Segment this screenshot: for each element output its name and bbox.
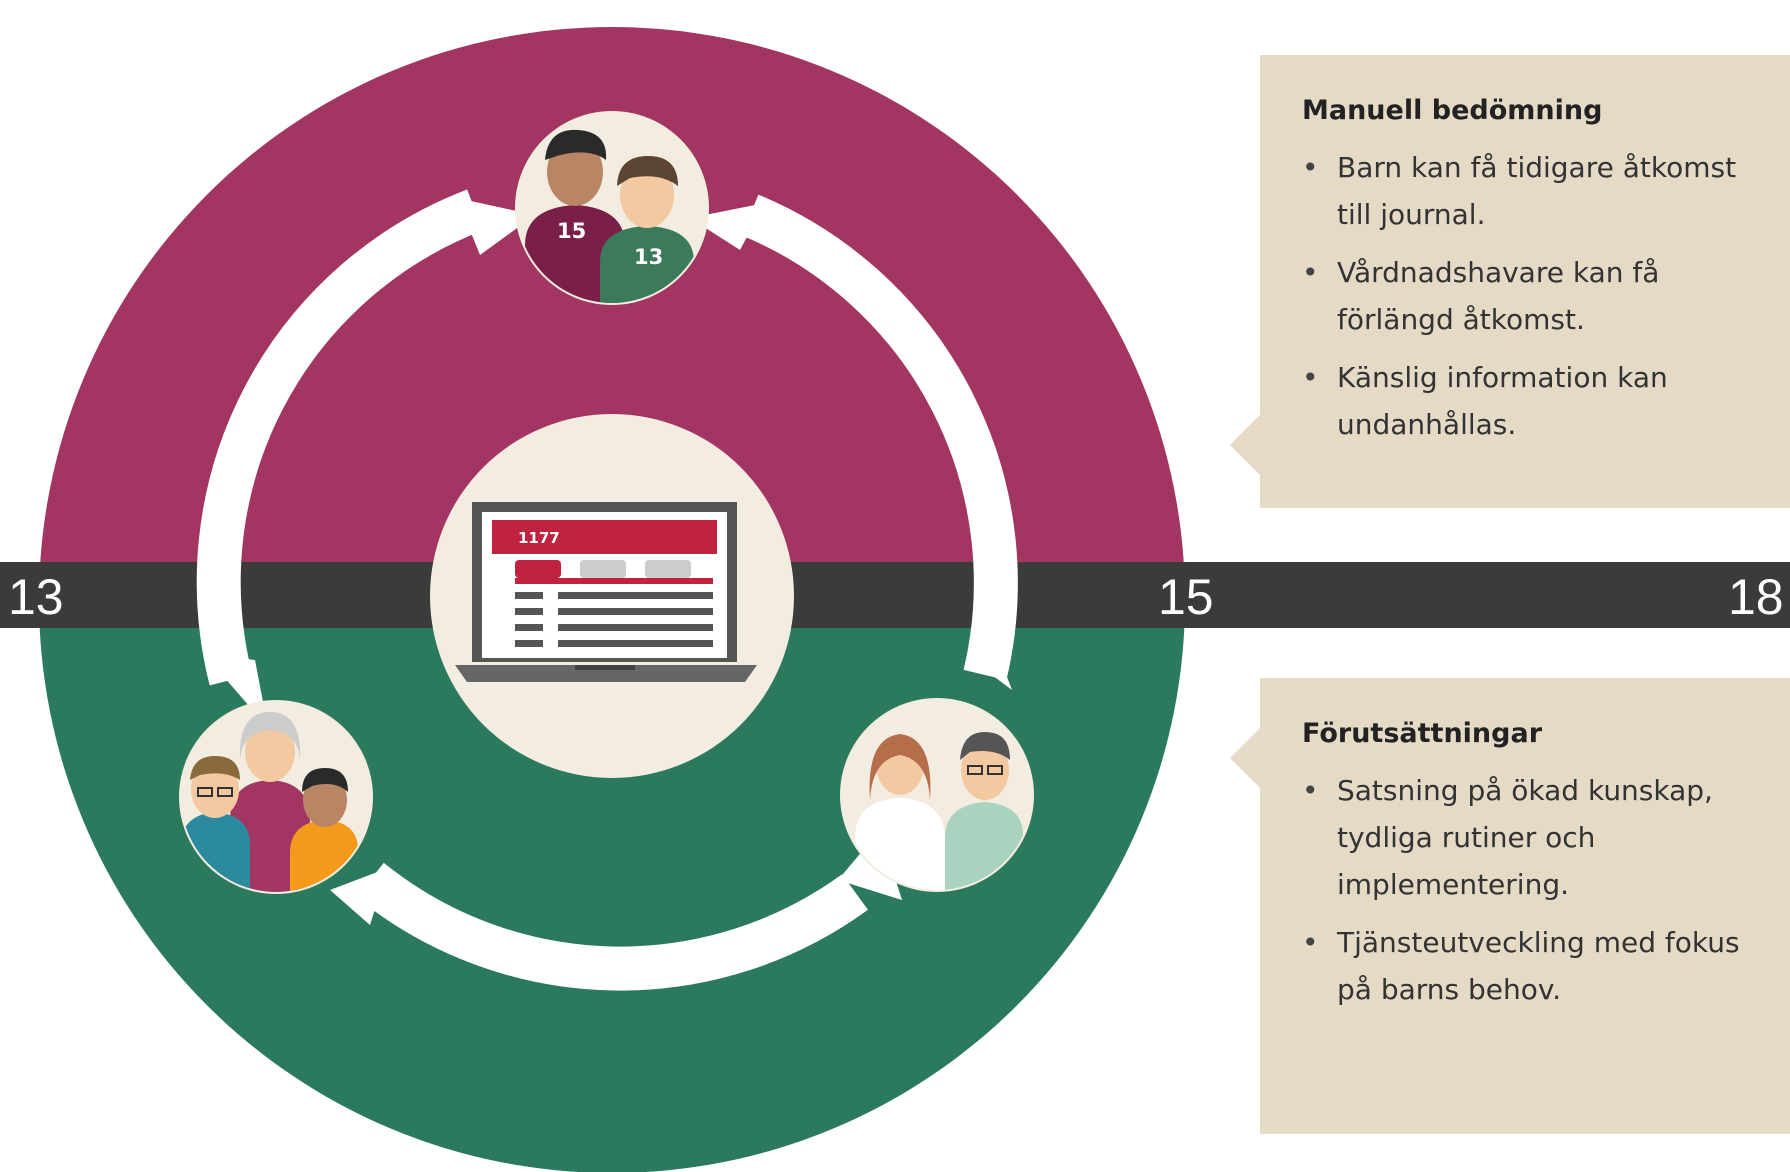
age-label-15: 15 [1158, 569, 1214, 625]
laptop-brand-label: 1177 [518, 529, 560, 547]
list-item: Barn kan få tidigare åtkomst till journa… [1302, 144, 1760, 238]
age-label-13: 13 [8, 569, 64, 625]
cycle-ring [196, 189, 1018, 991]
callout-list: Barn kan få tidigare åtkomst till journa… [1302, 144, 1760, 448]
callout-list: Satsning på ökad kunskap, tydliga rutine… [1302, 767, 1760, 1013]
age-band [0, 562, 1790, 628]
callout-title: Manuell bedömning [1302, 95, 1603, 126]
arrow-head-3-icon [330, 868, 388, 925]
list-item: Satsning på ökad kunskap, tydliga rutine… [1302, 767, 1760, 908]
list-item: Tjänsteutveckling med fokus på barns beh… [1302, 919, 1760, 1013]
upper-half-disc [39, 27, 1185, 595]
callout-title: Förutsättningar [1302, 718, 1543, 749]
guardians-node [179, 700, 373, 894]
badge-15: 15 [557, 219, 586, 243]
list-item: Känslig information kan undanhållas. [1302, 354, 1760, 448]
callout-prerequisites: Förutsättningar Satsning på ökad kunskap… [1230, 678, 1790, 1134]
age-label-18: 18 [1728, 569, 1784, 625]
callout-manual-assessment: Manuell bedömning Barn kan få tidigare å… [1230, 55, 1790, 508]
badge-13: 13 [634, 245, 663, 269]
teens-node: 15 13 [515, 111, 709, 305]
clinicians-node [840, 698, 1034, 892]
laptop-icon: 1177 [455, 502, 757, 682]
center-node: 1177 [430, 414, 794, 778]
arrow-head-5-icon [972, 620, 1012, 690]
list-item: Vårdnadshavare kan få förlängd åtkomst. [1302, 249, 1760, 343]
